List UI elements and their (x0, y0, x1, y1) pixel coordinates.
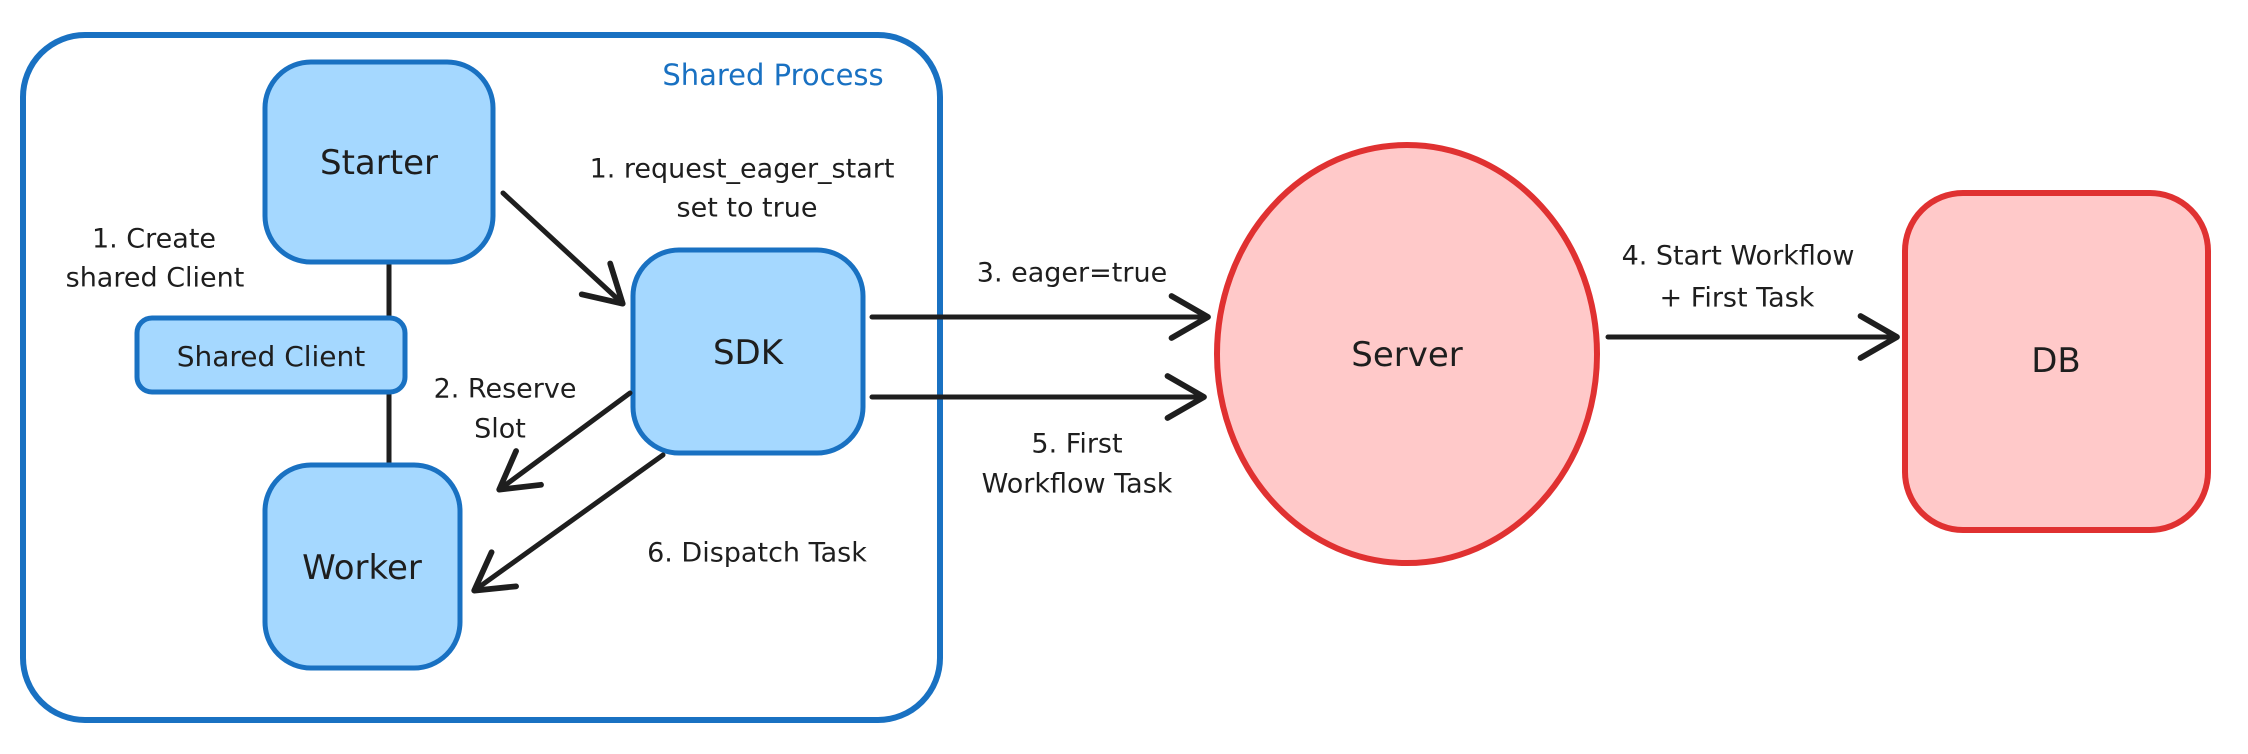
worker-node (262, 462, 463, 671)
shared-process-frame (20, 32, 943, 723)
server-node (1214, 142, 1600, 566)
annotation-reserve-slot-line1: 2. Reserve (434, 373, 577, 404)
annotation-dispatch-task: 6. Dispatch Task (647, 537, 867, 568)
sdk-node (630, 247, 866, 456)
server-label: Server (1351, 335, 1463, 375)
starter-node (262, 59, 496, 265)
annotation-reserve-slot-line2: Slot (474, 413, 526, 444)
db-label: DB (2031, 341, 2081, 381)
shared-process-title: Shared Process (662, 58, 883, 92)
annotation-first-workflow-task-line2: Workflow Task (982, 468, 1173, 499)
sdk-label: SDK (713, 333, 785, 373)
db-node (1902, 190, 2211, 533)
annotation-request-eager-start-line2: set to true (677, 192, 818, 223)
shared-client-node (134, 315, 408, 395)
worker-label: Worker (302, 548, 422, 588)
annotation-create-shared-client-line1: 1. Create (92, 223, 216, 254)
arrow-sdk-to-worker-dispatch (471, 452, 666, 594)
shared-client-label: Shared Client (177, 340, 366, 373)
arrow-starter-to-sdk (500, 190, 626, 307)
annotation-request-eager-start-line1: 1. request_eager_start (590, 153, 895, 184)
starter-label: Starter (320, 143, 438, 183)
annotation-eager-true: 3. eager=true (977, 257, 1167, 288)
annotation-first-workflow-task-line1: 5. First (1031, 428, 1122, 459)
annotation-start-workflow-line1: 4. Start Workflow (1622, 240, 1855, 271)
annotation-create-shared-client-line2: shared Client (66, 262, 245, 293)
annotation-start-workflow-line2: + First Task (1660, 282, 1815, 313)
arrow-sdk-to-worker-reserve (496, 390, 633, 493)
